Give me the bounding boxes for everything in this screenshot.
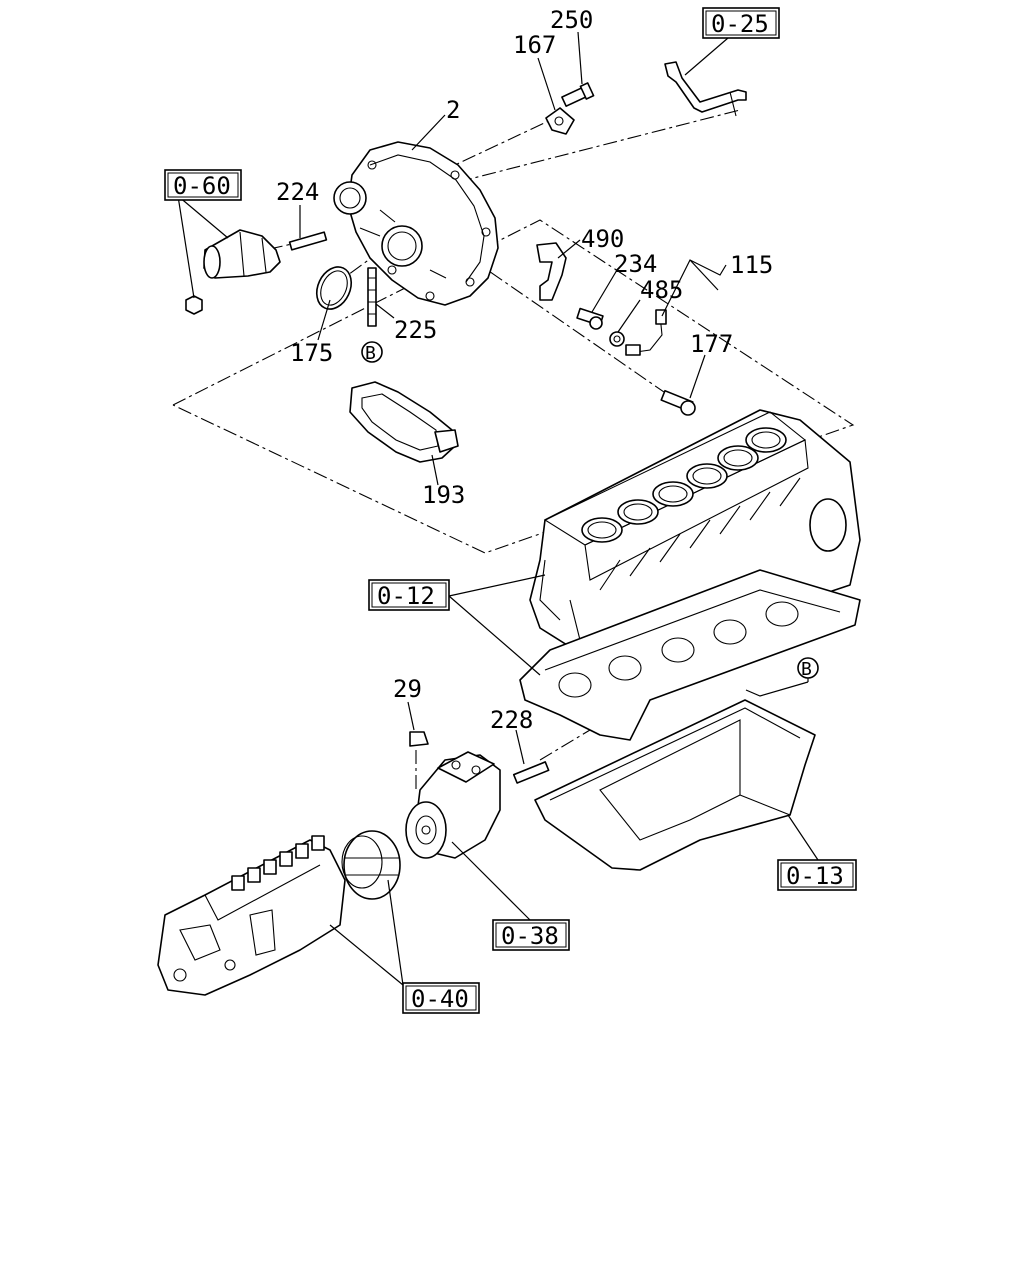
leader-167: [537, 57, 556, 111]
o-ring-175: [315, 266, 353, 310]
injection-pump: [157, 835, 346, 996]
ref-0-40: 0-40: [411, 985, 469, 1013]
cylinder-block: [519, 409, 861, 741]
leader-193: [431, 454, 439, 486]
centerline-cover-pipe: [457, 109, 741, 183]
label-225: 225: [394, 316, 437, 344]
stud-228: [512, 761, 550, 784]
leader-228: [515, 729, 525, 765]
coupling: [341, 830, 401, 900]
ref-0-38: 0-38: [501, 922, 559, 950]
plate-167: [545, 107, 575, 135]
centerline-bracket: [469, 257, 691, 411]
leader-0-60-b: [177, 195, 229, 239]
leader-0-12-b: [448, 595, 541, 676]
label-177: 177: [690, 330, 733, 358]
marker-b-top: B: [361, 341, 383, 364]
ref-box-0-60: 0-60: [164, 169, 242, 201]
leader-175: [317, 299, 331, 341]
air-compressor: [405, 751, 501, 859]
bolt-177: [660, 389, 696, 416]
flywheel-housing-2: [333, 141, 499, 306]
centerline-seal: [329, 236, 401, 289]
leader-485: [617, 299, 641, 333]
assembly-frame-line: [172, 219, 855, 554]
cover-193: [349, 381, 459, 463]
label-224: 224: [276, 178, 319, 206]
leader-490: [557, 239, 581, 259]
leader-0-38: [451, 841, 531, 921]
marker-b-top-text: B: [365, 343, 376, 364]
hose-115: [625, 309, 667, 356]
label-490: 490: [581, 225, 624, 253]
leader-0-40-b: [387, 879, 404, 986]
label-250: 250: [550, 6, 593, 34]
label-234: 234: [614, 250, 657, 278]
leader-234: [591, 269, 618, 313]
label-485: 485: [640, 276, 683, 304]
leader-250: [577, 31, 583, 85]
ref-0-13: 0-13: [786, 862, 844, 890]
ref-0-25: 0-25: [711, 10, 769, 38]
bolt-250: [561, 82, 595, 107]
leader-115: [661, 259, 727, 317]
label-115: 115: [730, 251, 773, 279]
ref-box-0-40: 0-40: [402, 982, 480, 1014]
leader-b-bottom: [745, 681, 809, 697]
key-29: [409, 731, 429, 747]
stud-224: [288, 231, 328, 251]
ref-box-0-38: 0-38: [492, 919, 570, 951]
leader-115-b: [689, 259, 719, 291]
label-193: 193: [422, 481, 465, 509]
leader-177: [689, 354, 706, 399]
bracket-490: [536, 242, 567, 301]
centerline-cover-bolt: [439, 117, 556, 173]
ref-box-0-25: 0-25: [702, 7, 780, 39]
ref-box-0-12: 0-12: [368, 579, 450, 611]
leader-0-60-a: [177, 195, 195, 299]
washer-485: [609, 331, 625, 347]
marker-b-bottom-text: B: [801, 659, 812, 680]
label-2: 2: [446, 96, 460, 124]
centerline-compressor: [539, 729, 591, 761]
label-167: 167: [513, 31, 556, 59]
leader-29: [407, 701, 415, 731]
bolt-234: [576, 307, 604, 330]
label-228: 228: [490, 706, 533, 734]
leader-0-13: [787, 814, 819, 861]
leader-0-12-a: [448, 574, 546, 597]
stud-225: [367, 267, 377, 327]
sender-0-60: [185, 229, 281, 315]
ref-0-60: 0-60: [173, 172, 231, 200]
pipe-0-25: [664, 61, 747, 117]
label-29: 29: [393, 675, 422, 703]
leader-0-25: [684, 37, 729, 76]
leader-2: [411, 114, 446, 151]
marker-b-bottom: B: [797, 657, 819, 680]
ref-0-12: 0-12: [377, 582, 435, 610]
leader-0-40-a: [329, 924, 404, 986]
label-175: 175: [290, 339, 333, 367]
leader-225: [375, 303, 395, 319]
ref-box-0-13: 0-13: [777, 859, 857, 891]
oil-pan: [534, 699, 816, 871]
